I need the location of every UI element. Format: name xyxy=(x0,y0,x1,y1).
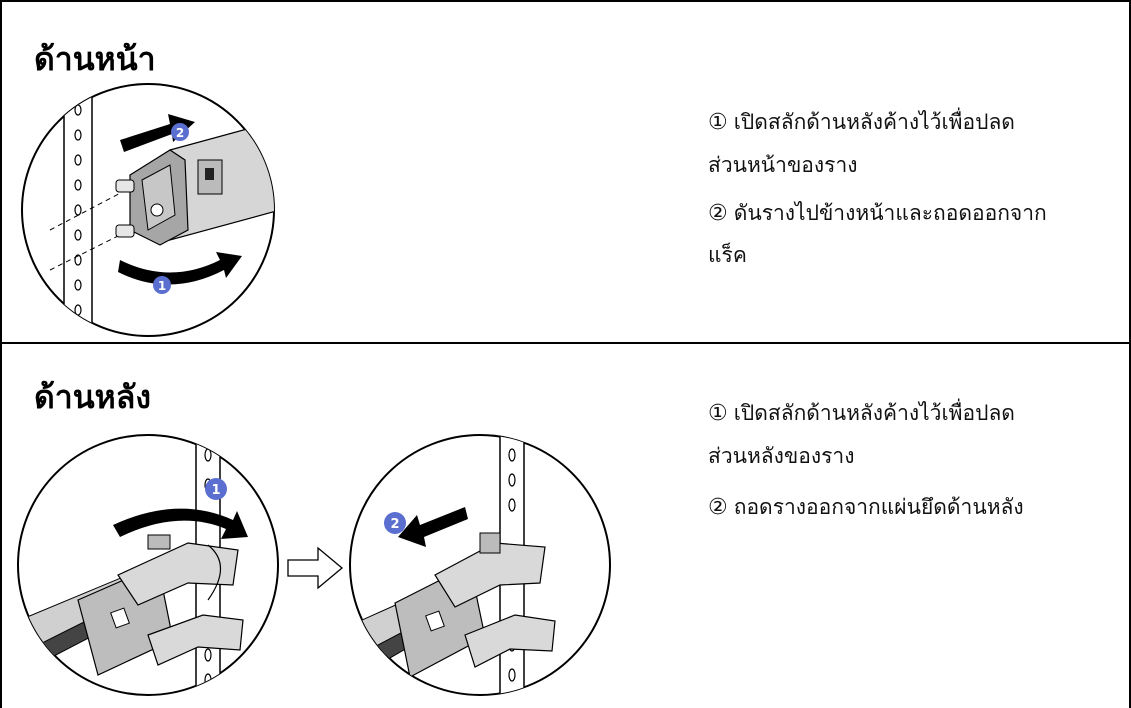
rear-illustration-step1: 1 xyxy=(17,434,279,696)
section-divider xyxy=(0,342,1131,344)
front-illustration: 2 1 xyxy=(21,83,275,337)
rear-section-title: ด้านหลัง xyxy=(34,378,151,416)
rear-badge-2: 2 xyxy=(390,517,399,532)
rear-step-1-text: เปิดสลักด้านหลังค้างไว้เพื่อปลด xyxy=(733,401,1015,425)
next-step-arrow xyxy=(287,546,344,590)
front-step-2-number: ② xyxy=(708,201,728,226)
front-step-1-text: เปิดสลักด้านหลังค้างไว้เพื่อปลด xyxy=(733,110,1015,134)
rear-step-1-number: ① xyxy=(708,401,728,426)
front-badge-2: 2 xyxy=(176,126,184,140)
rear-step-1-continued: ส่วนหลังของราง xyxy=(708,444,855,468)
front-step-2-text: ดันรางไปข้างหน้าและถอดออกจาก xyxy=(733,201,1047,225)
rear-step-2-text: ถอดรางออกจากแผ่นยึดด้านหลัง xyxy=(733,495,1024,519)
rear-illustration-step2: 2 xyxy=(349,434,611,696)
front-step-2-continued: แร็ค xyxy=(708,243,747,267)
front-badge-1: 1 xyxy=(158,279,166,293)
front-section-title: ด้านหน้า xyxy=(34,40,156,78)
front-step-1-continued: ส่วนหน้าของราง xyxy=(708,153,858,177)
rear-step-2-number: ② xyxy=(708,495,728,520)
front-step-1-number: ① xyxy=(708,110,728,135)
rear-badge-1: 1 xyxy=(211,483,220,498)
